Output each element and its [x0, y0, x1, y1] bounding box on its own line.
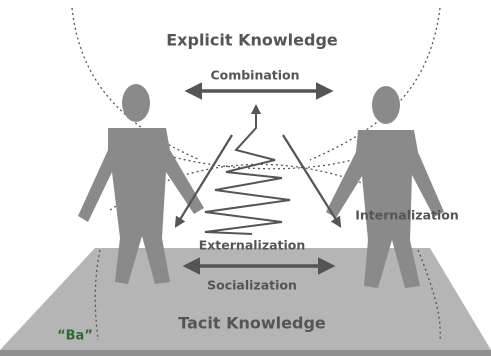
internalization-diagonal-arrow [282, 134, 342, 228]
internalization-label: Internalization [355, 207, 459, 223]
explicit-knowledge-label: Explicit Knowledge [166, 30, 338, 50]
externalization-diagonal-arrow [174, 134, 233, 228]
tacit-knowledge-label: Tacit Knowledge [178, 313, 326, 333]
knowledge-spiral-zigzag [204, 104, 291, 235]
socialization-label: Socialization [207, 277, 297, 293]
outer-dotted-arc-left [71, 7, 201, 161]
outer-dotted-arc-left-lower [94, 249, 101, 341]
combination-label: Combination [210, 67, 300, 83]
ba-label: “Ba” [57, 328, 93, 344]
right-person [326, 86, 444, 288]
outer-dotted-arc-right [309, 7, 441, 161]
outer-dotted-arc-right-lower [417, 249, 441, 341]
cross-dotted-arc-1 [149, 149, 381, 170]
ba-floor-edge [0, 350, 491, 356]
left-person [78, 84, 204, 284]
externalization-label: Externalization [198, 237, 306, 253]
